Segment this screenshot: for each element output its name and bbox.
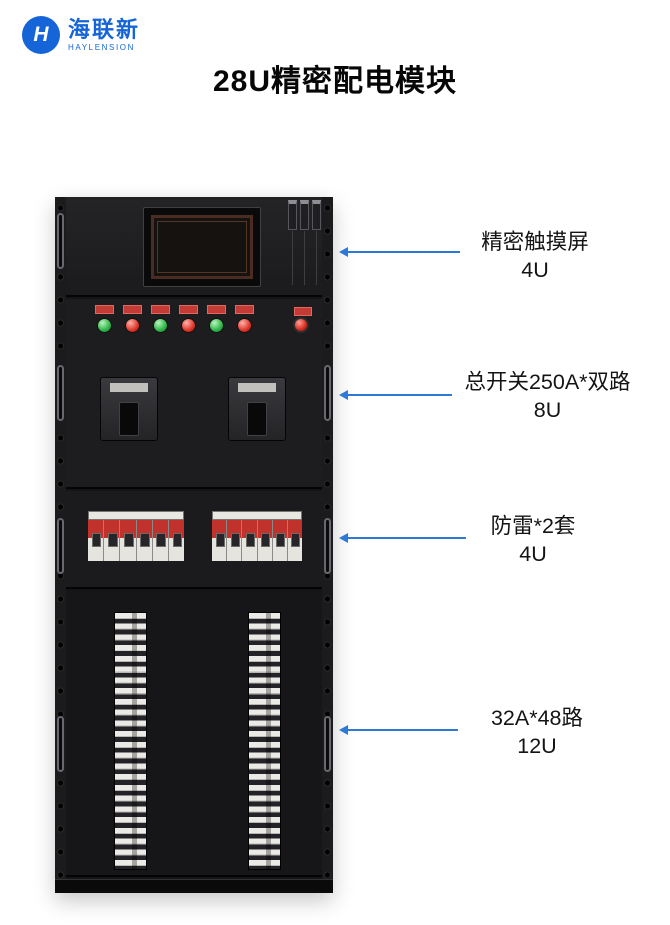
annotation-size: 4U (521, 258, 549, 283)
annotation-size: 12U (517, 734, 557, 759)
handle (57, 365, 64, 421)
surge-module (257, 520, 273, 561)
main-breaker-1 (100, 377, 158, 441)
surge-module (104, 520, 121, 561)
surge-module (227, 520, 243, 561)
surge-module (88, 520, 105, 561)
brand-logo: H 海联新 HAYLENSION (22, 16, 140, 54)
annotation-surge: 防雷*2套 4U (458, 512, 608, 569)
breaker-column-right (248, 612, 281, 870)
indicator-light-red (123, 305, 142, 337)
brand-name-en: HAYLENSION (68, 42, 135, 52)
annotation-arrow-main-switch (339, 390, 452, 400)
cabinet-photo (55, 197, 333, 893)
wire (292, 231, 293, 285)
red-indicator-button (293, 307, 312, 333)
main-breaker-2 (228, 377, 286, 441)
annotation-label: 防雷*2套 (490, 514, 576, 538)
touch-screen (143, 207, 261, 287)
breaker-column-left (114, 612, 147, 870)
cabinet-base (55, 879, 333, 893)
indicator-light-red (235, 305, 254, 337)
wire (316, 231, 317, 285)
annotation-touchscreen: 精密触摸屏 4U (460, 228, 610, 285)
indicator-lights (95, 305, 254, 337)
surge-module (242, 520, 258, 561)
distribution-unit (55, 591, 333, 877)
handle (324, 716, 331, 772)
annotation-arrow-touchscreen (339, 247, 460, 257)
main-breaker-unit (55, 299, 333, 489)
surge-label-strip (88, 511, 184, 520)
indicator-light-green (151, 305, 170, 337)
surge-label-strip (212, 511, 302, 520)
surge-protector-group-1 (88, 511, 185, 561)
annotation-label: 精密触摸屏 (481, 230, 589, 254)
indicator-light-red (179, 305, 198, 337)
surge-module (168, 520, 185, 561)
touchscreen-unit (55, 197, 333, 297)
annotation-arrow-distribution (339, 725, 458, 735)
page-title: 28U精密配电模块 (212, 65, 458, 98)
brand-text: 海联新 HAYLENSION (68, 16, 141, 53)
handle (324, 518, 331, 574)
handle (324, 365, 331, 421)
surge-unit (55, 491, 333, 589)
indicator-light-green (95, 305, 114, 337)
terminal-block (300, 200, 309, 230)
wire (304, 231, 305, 285)
terminal-block (312, 200, 321, 230)
surge-module (212, 520, 228, 561)
touch-screen-display (151, 215, 253, 279)
indicator-light-green (207, 305, 226, 337)
annotation-size: 8U (533, 398, 562, 423)
annotation-arrow-surge (339, 533, 466, 543)
surge-protector-group-2 (212, 511, 303, 561)
brand-logo-icon: H (22, 16, 60, 54)
terminal-block (288, 200, 297, 230)
annotation-size: 4U (519, 542, 547, 567)
annotation-label: 总开关250A*双路 (464, 370, 631, 394)
surge-module (272, 520, 288, 561)
annotation-label: 32A*48路 (490, 706, 584, 730)
surge-modules (212, 520, 303, 561)
surge-module (287, 520, 303, 561)
handle (57, 213, 64, 269)
annotation-main-switch: 总开关250A*双路 8U (450, 368, 645, 425)
surge-module (152, 520, 169, 561)
annotation-distribution: 32A*48路 12U (452, 704, 622, 761)
surge-module (120, 520, 137, 561)
handle (57, 716, 64, 772)
handle (57, 518, 64, 574)
surge-module (136, 520, 153, 561)
surge-modules (88, 520, 185, 561)
brand-name: 海联新 (68, 16, 141, 42)
